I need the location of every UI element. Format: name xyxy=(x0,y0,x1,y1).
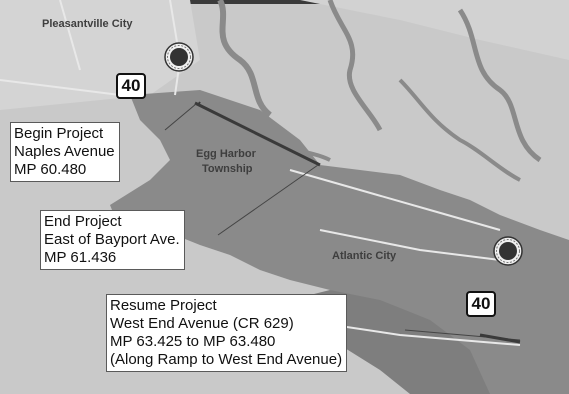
callout-begin-project: Begin Project Naples Avenue MP 60.480 xyxy=(10,122,120,182)
callout-line: MP 61.436 xyxy=(44,249,117,266)
project-segment-line xyxy=(194,101,321,167)
route-shield-icon: 40 xyxy=(116,73,146,99)
creek xyxy=(398,78,521,182)
scan-edge xyxy=(0,0,569,4)
callout-resume-project: Resume Project West End Avenue (CR 629) … xyxy=(106,294,348,372)
place-label-egg-harbor-line1: Egg Harbor xyxy=(196,148,256,160)
callout-line: MP 60.480 xyxy=(14,161,87,178)
leader-line-begin xyxy=(164,103,197,131)
route-shield-number: 40 xyxy=(471,294,491,313)
callout-end-project: End Project East of Bayport Ave. MP 61.4… xyxy=(40,210,185,270)
creek xyxy=(217,0,273,118)
callout-line: Resume Project xyxy=(110,297,217,314)
callout-line: West End Avenue (CR 629) xyxy=(110,315,294,332)
callout-line: End Project xyxy=(44,213,122,230)
municipal-seal-icon xyxy=(164,42,194,72)
leader-line-end xyxy=(217,164,319,236)
creek xyxy=(327,0,383,132)
callout-line: Naples Avenue xyxy=(14,143,115,160)
place-label-pleasantville: Pleasantville City xyxy=(42,18,133,30)
land-patch xyxy=(0,0,200,110)
place-label-atlantic-city: Atlantic City xyxy=(332,250,397,262)
road xyxy=(0,79,121,96)
route-shield-icon: 40 xyxy=(466,291,496,317)
project-ramp-line xyxy=(479,333,521,344)
creek xyxy=(259,138,331,162)
route-shield-number: 40 xyxy=(121,76,141,95)
callout-line: Begin Project xyxy=(14,125,104,142)
municipal-seal-icon xyxy=(493,236,523,266)
callout-line: East of Bayport Ave. xyxy=(44,231,180,248)
land-patch xyxy=(300,0,569,60)
callout-line: MP 63.425 to MP 63.480 xyxy=(110,333,276,350)
road xyxy=(59,0,81,71)
bay-water xyxy=(110,90,569,394)
callout-line: (Along Ramp to West End Avenue) xyxy=(110,351,343,368)
road xyxy=(319,229,501,261)
project-segment-tick xyxy=(197,101,201,106)
road xyxy=(289,169,501,231)
creek xyxy=(457,8,542,163)
place-label-egg-harbor-line2: Township xyxy=(202,163,253,175)
